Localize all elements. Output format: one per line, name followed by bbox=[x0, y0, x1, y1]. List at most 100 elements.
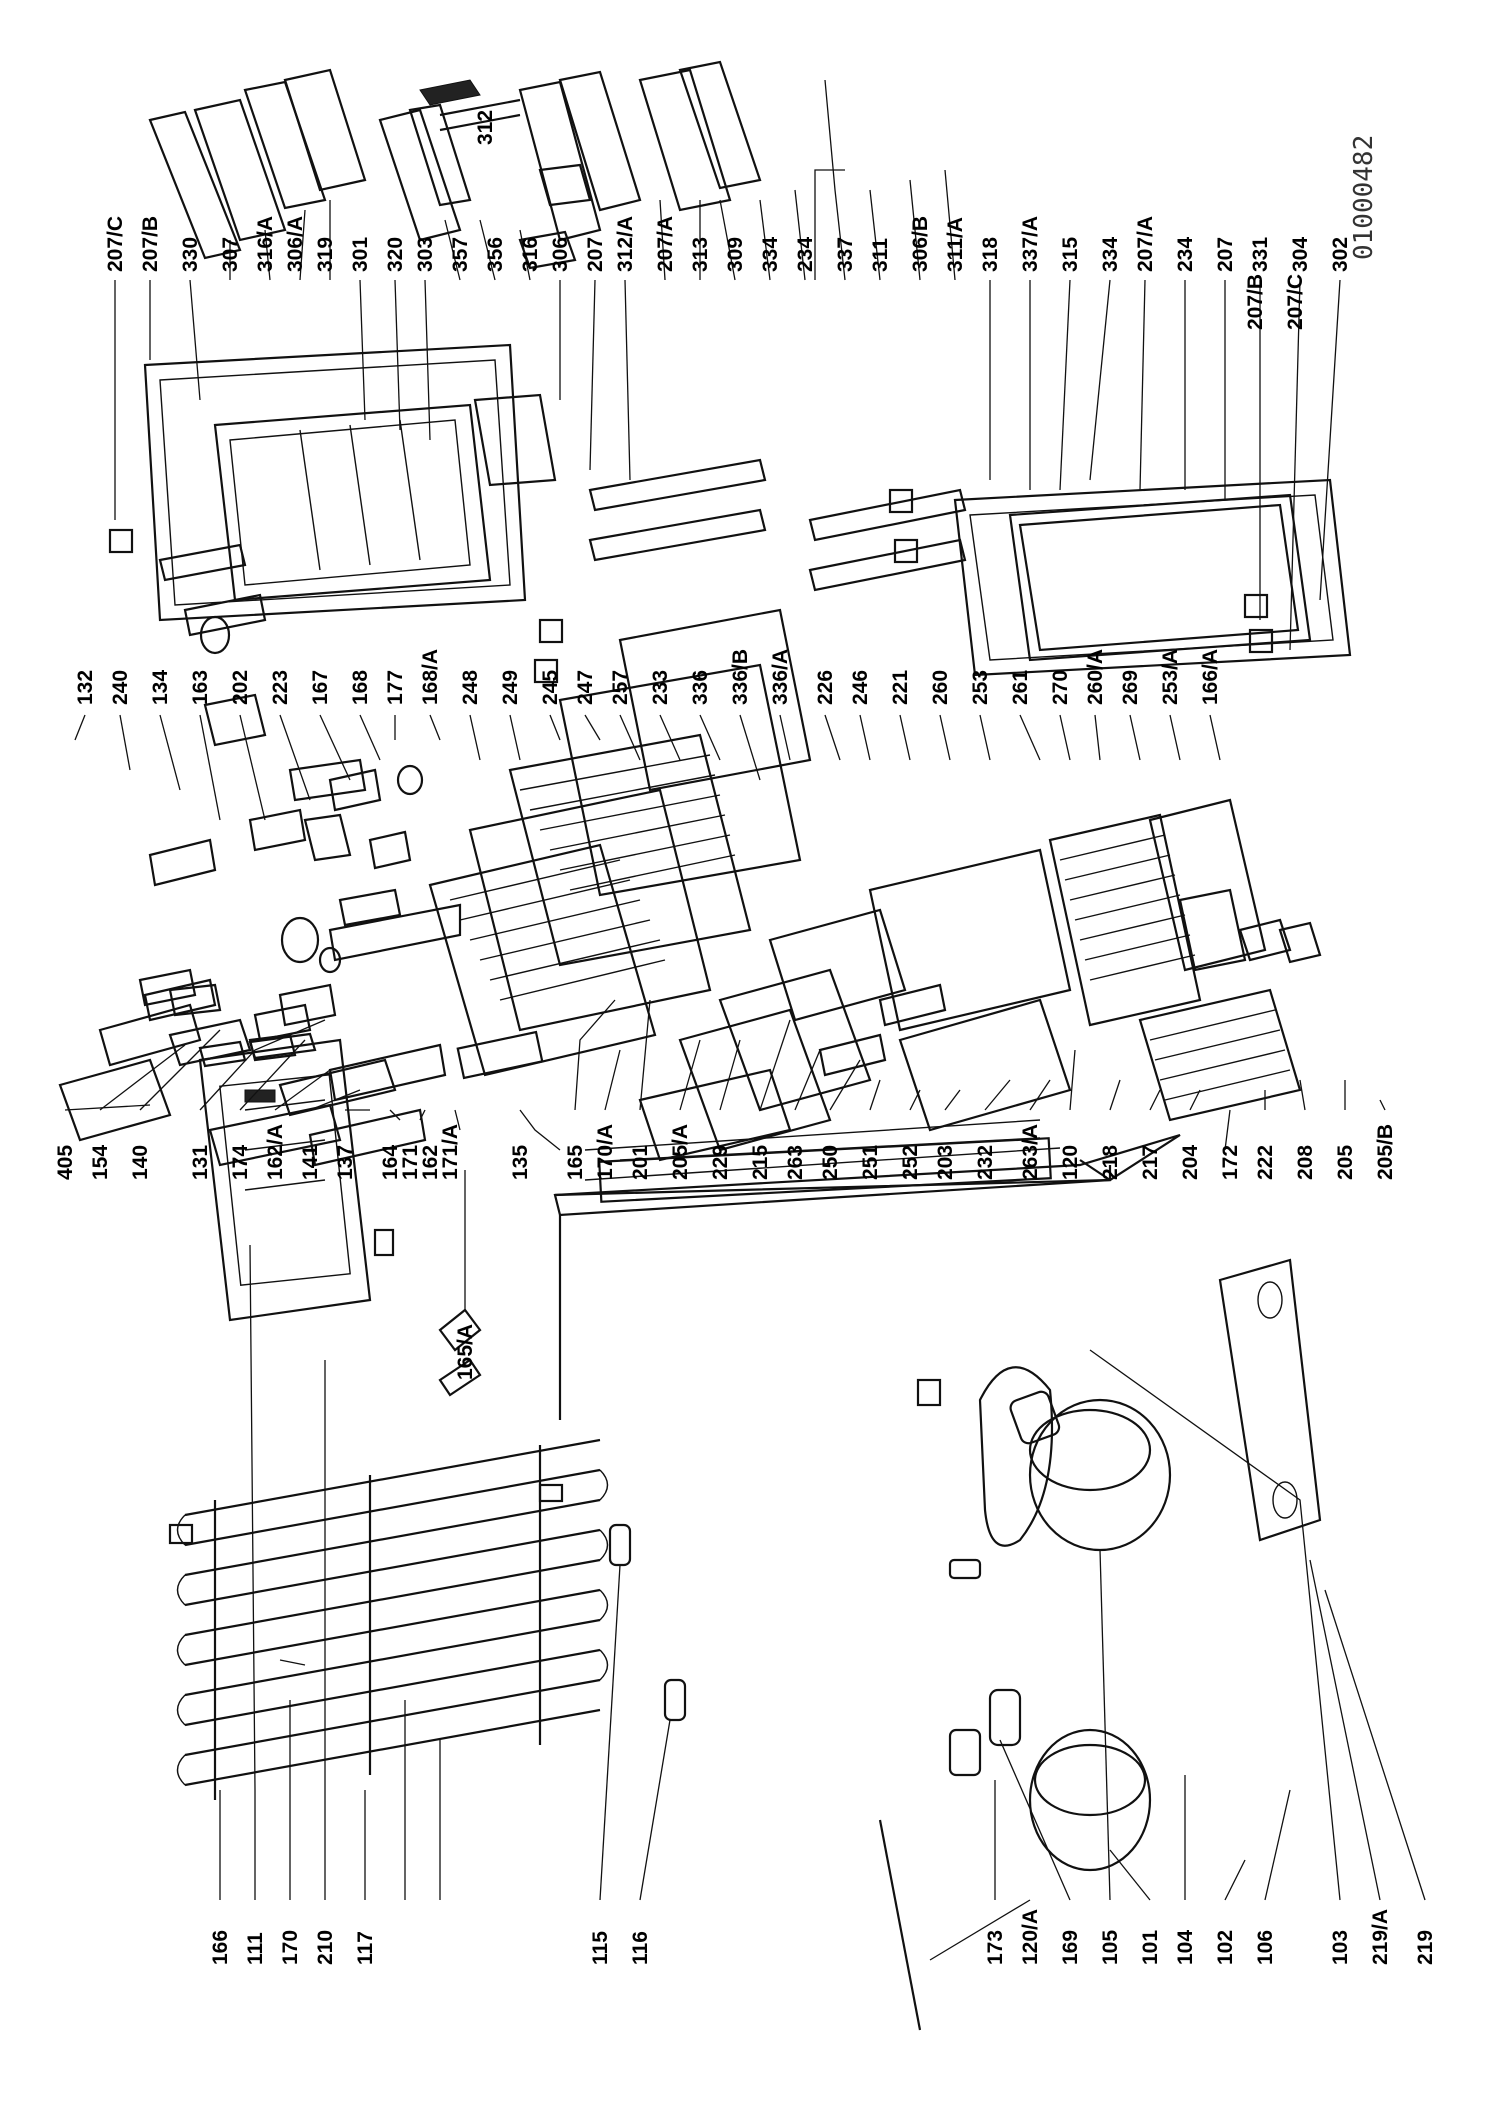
callout-label: 260 bbox=[929, 670, 952, 705]
shelves-assembly bbox=[58, 608, 1322, 1167]
callout-label: 205/B bbox=[1374, 1124, 1397, 1180]
callout-label: 357 bbox=[449, 237, 472, 272]
callout-label: 263 bbox=[784, 1145, 807, 1180]
callout-label: 201 bbox=[629, 1145, 652, 1180]
callout-label: 303 bbox=[414, 237, 437, 272]
callout-label: 306/A bbox=[284, 216, 307, 272]
document-id: 01000482 bbox=[1349, 135, 1379, 260]
callout-label: 249 bbox=[499, 670, 522, 705]
callout-label: 250 bbox=[819, 1145, 842, 1180]
callout-label: 247 bbox=[574, 670, 597, 705]
callout-label: 207 bbox=[584, 237, 607, 272]
doors-assembly bbox=[108, 60, 1352, 684]
callout-label: 229 bbox=[709, 1145, 732, 1180]
callout-label: 154 bbox=[89, 1145, 112, 1180]
callout-label: 103 bbox=[1329, 1930, 1352, 1965]
callout-label: 205 bbox=[1334, 1145, 1357, 1180]
callout-label: 215 bbox=[749, 1145, 772, 1180]
callout-label: 221 bbox=[889, 670, 912, 705]
callout-label: 330 bbox=[179, 237, 202, 272]
callout-label: 166/A bbox=[1199, 649, 1222, 705]
callout-label: 170 bbox=[279, 1930, 302, 1965]
callout-label: 174 bbox=[229, 1145, 252, 1180]
leader-lines bbox=[64, 79, 1426, 1961]
callout-label: 162 bbox=[419, 1145, 442, 1180]
callout-label: 205/A bbox=[669, 1124, 692, 1180]
callout-label: 111 bbox=[244, 1932, 267, 1965]
callout-label: 334 bbox=[759, 237, 782, 272]
callout-label: 222 bbox=[1254, 1145, 1277, 1180]
callout-label: 219 bbox=[1414, 1930, 1437, 1965]
callout-label: 207 bbox=[1214, 237, 1237, 272]
callout-label: 312 bbox=[474, 110, 497, 145]
callout-label: 170/A bbox=[594, 1124, 617, 1180]
filter-115-shape bbox=[608, 1523, 632, 1567]
callout-label: 120/A bbox=[1019, 1909, 1042, 1965]
callout-label: 245 bbox=[539, 670, 562, 705]
callout-label: 207/B bbox=[1244, 274, 1267, 330]
callout-label: 223 bbox=[269, 670, 292, 705]
callout-label: 301 bbox=[349, 237, 372, 272]
callout-label: 207/C bbox=[104, 216, 127, 272]
callout-label: 207/C bbox=[1284, 274, 1307, 330]
callout-label: 336 bbox=[689, 670, 712, 705]
callout-label: 253 bbox=[969, 670, 992, 705]
callout-label: 319 bbox=[314, 237, 337, 272]
callout-label: 218 bbox=[1099, 1145, 1122, 1180]
callout-label: 210 bbox=[314, 1930, 337, 1965]
compressor-assembly bbox=[878, 1258, 1322, 2031]
callout-label: 171 bbox=[399, 1145, 422, 1180]
callout-label: 172 bbox=[1219, 1145, 1242, 1180]
callout-label: 240 bbox=[109, 670, 132, 705]
callout-label: 302 bbox=[1329, 237, 1352, 272]
callout-label: 251 bbox=[859, 1145, 882, 1180]
cabinet-assembly bbox=[143, 543, 1181, 1420]
callout-label: 320 bbox=[384, 237, 407, 272]
callout-label: 173 bbox=[984, 1930, 1007, 1965]
callout-label: 316 bbox=[519, 237, 542, 272]
callout-label: 165 bbox=[564, 1145, 587, 1180]
callout-label: 203 bbox=[934, 1145, 957, 1180]
callout-label: 313 bbox=[689, 237, 712, 272]
callout-label: 101 bbox=[1139, 1930, 1162, 1965]
callout-label: 204 bbox=[1179, 1145, 1202, 1180]
callout-label: 248 bbox=[459, 670, 482, 705]
callout-label: 318 bbox=[979, 237, 1002, 272]
callout-label: 162/A bbox=[264, 1124, 287, 1180]
callout-label: 263/A bbox=[1019, 1124, 1042, 1180]
callout-label: 226 bbox=[814, 670, 837, 705]
callout-label: 232 bbox=[974, 1145, 997, 1180]
callout-label: 405 bbox=[54, 1145, 77, 1180]
callout-label: 233 bbox=[649, 670, 672, 705]
callout-label: 207/A bbox=[654, 216, 677, 272]
callout-label: 234 bbox=[1174, 237, 1197, 272]
callout-label: 269 bbox=[1119, 670, 1142, 705]
callout-label: 234 bbox=[794, 237, 817, 272]
callout-label: 217 bbox=[1139, 1145, 1162, 1180]
callout-label: 261 bbox=[1009, 670, 1032, 705]
callout-label: 104 bbox=[1174, 1930, 1197, 1965]
callout-label: 140 bbox=[129, 1145, 152, 1180]
callout-label: 311/A bbox=[944, 217, 967, 272]
callout-label: 336/A bbox=[769, 649, 792, 705]
callout-label: 253/A bbox=[1159, 649, 1182, 705]
callout-label: 137 bbox=[334, 1145, 357, 1180]
callout-label: 202 bbox=[229, 670, 252, 705]
callout-label: 177 bbox=[384, 670, 407, 705]
callout-label: 309 bbox=[724, 237, 747, 272]
callout-label: 306 bbox=[549, 237, 572, 272]
callout-label: 312/A bbox=[614, 216, 637, 272]
callout-label: 315 bbox=[1059, 237, 1082, 272]
filter-116-shape bbox=[663, 1678, 687, 1722]
callout-label: 132 bbox=[74, 670, 97, 705]
callout-label: 257 bbox=[609, 670, 632, 705]
callout-label: 171/A bbox=[439, 1124, 462, 1180]
callout-label: 337 bbox=[834, 237, 857, 272]
callout-label: 166 bbox=[209, 1930, 232, 1965]
callout-label: 168/A bbox=[419, 649, 442, 705]
callout-label: 311 bbox=[869, 238, 892, 272]
callout-label: 306/B bbox=[909, 216, 932, 272]
callout-label: 246 bbox=[849, 670, 872, 705]
callout-label: 304 bbox=[1289, 237, 1312, 272]
